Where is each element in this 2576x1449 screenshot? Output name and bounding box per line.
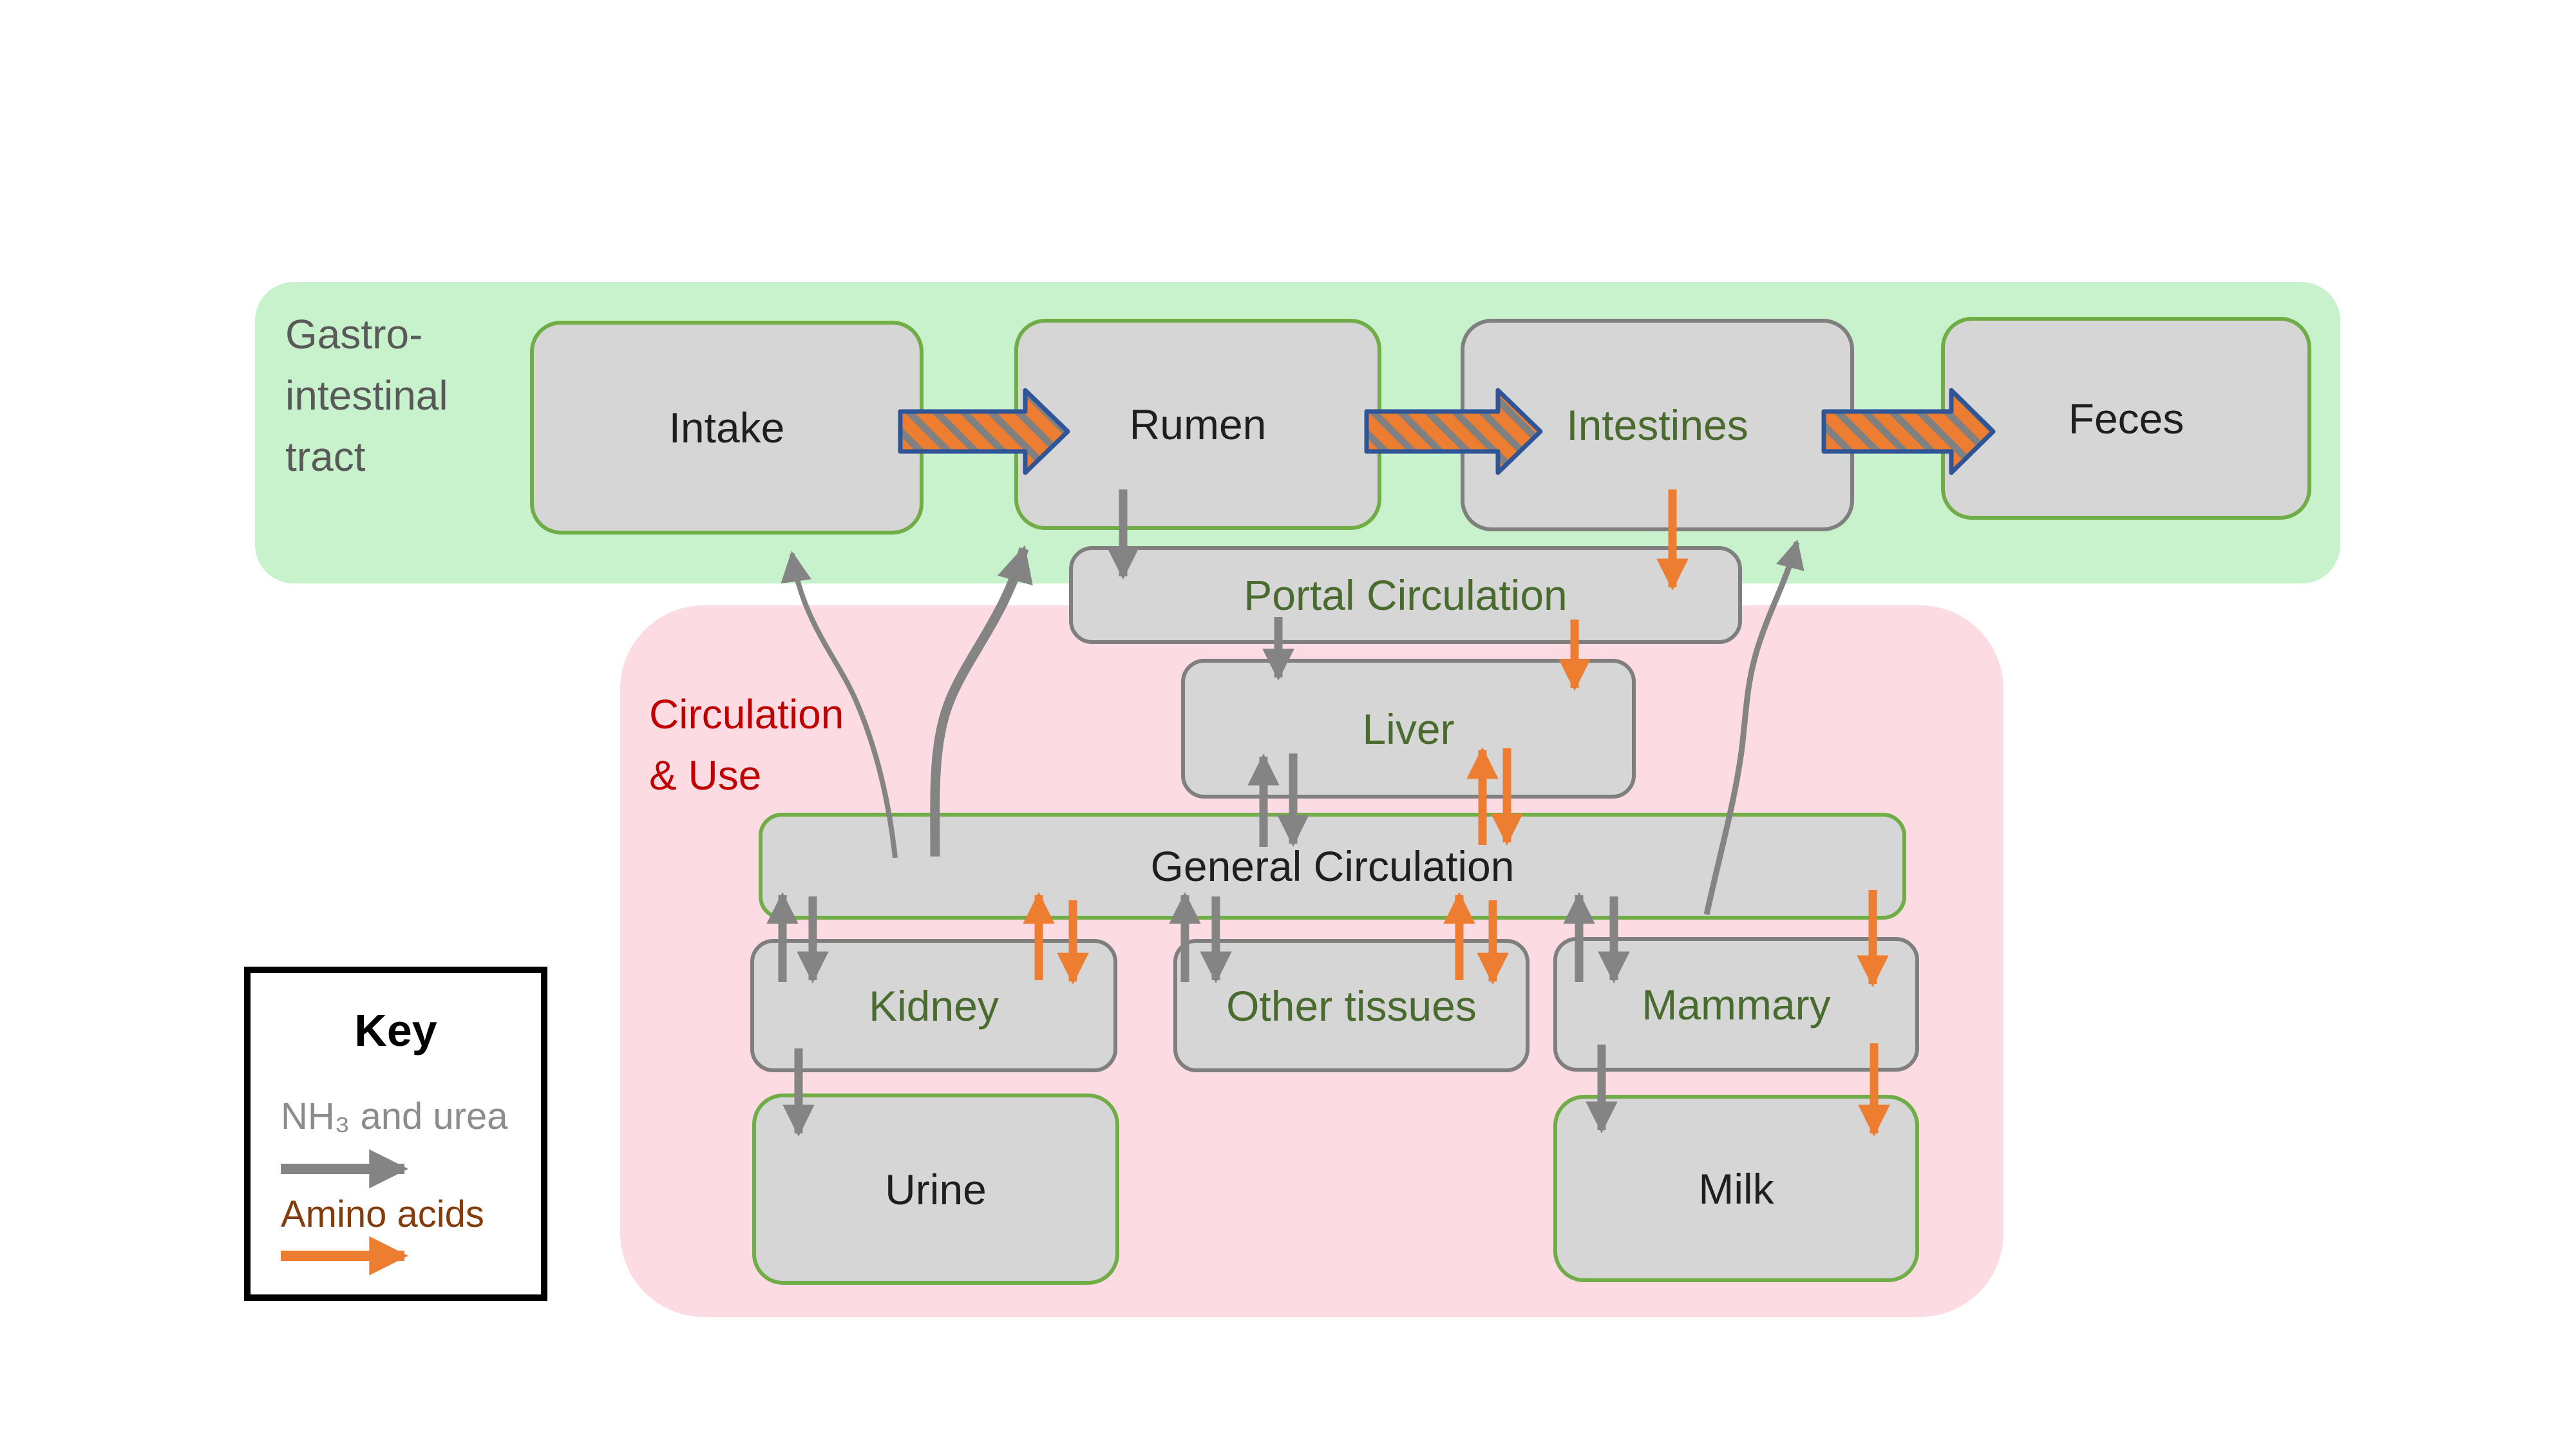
box-kidney-label: Kidney (869, 981, 999, 1030)
box-rumen-label: Rumen (1129, 401, 1267, 448)
circulation-use-label: Circulation & Use (649, 691, 844, 799)
box-general-circulation-label: General Circulation (1150, 842, 1515, 890)
box-milk-label: Milk (1698, 1164, 1774, 1213)
box-general-circulation: General Circulation (759, 813, 1906, 920)
box-rumen: Rumen (1014, 319, 1381, 530)
box-portal-circulation: Portal Circulation (1069, 546, 1742, 644)
box-intestines: Intestines (1461, 319, 1854, 531)
box-milk: Milk (1553, 1095, 1919, 1282)
key-item-amino-acids: Amino acids (281, 1193, 484, 1235)
box-intake-label: Intake (668, 404, 785, 451)
gi-tract-label: Gastro- intestinal tract (285, 311, 448, 480)
box-liver: Liver (1181, 659, 1636, 799)
box-mammary: Mammary (1553, 937, 1919, 1072)
box-intestines-label: Intestines (1566, 401, 1748, 449)
box-intake: Intake (530, 321, 923, 535)
box-urine-label: Urine (885, 1165, 987, 1213)
box-kidney: Kidney (750, 939, 1117, 1072)
box-other-tissues: Other tissues (1173, 939, 1530, 1072)
box-mammary-label: Mammary (1642, 980, 1831, 1028)
key-title: Key (354, 1005, 437, 1056)
box-portal-circulation-label: Portal Circulation (1244, 571, 1567, 619)
box-urine: Urine (752, 1094, 1119, 1285)
box-other-tissues-label: Other tissues (1226, 981, 1477, 1030)
key-item-nh3-urea: NH₃ and urea (281, 1095, 508, 1137)
box-feces-label: Feces (2068, 394, 2184, 442)
box-feces: Feces (1941, 317, 2311, 520)
box-liver-label: Liver (1362, 705, 1455, 753)
